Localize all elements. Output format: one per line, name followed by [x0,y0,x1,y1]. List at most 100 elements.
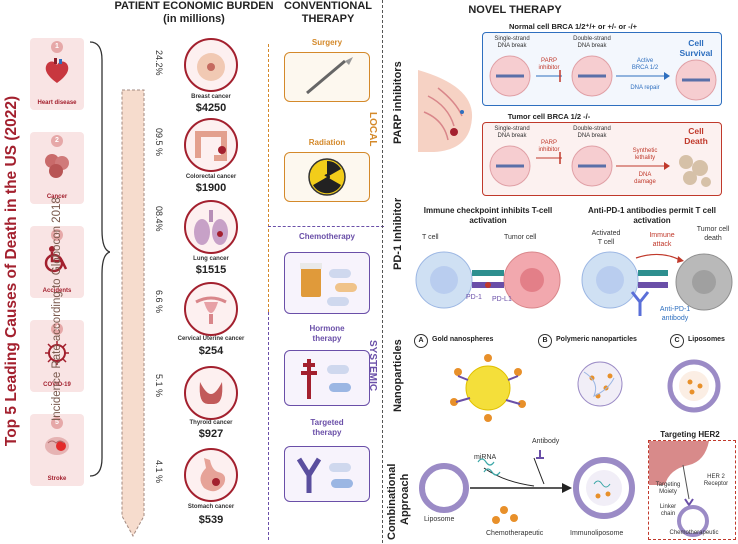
anti-pd1-2: antibody [661,315,689,322]
cost-cervical: $254 [198,345,224,357]
surgery-box [284,52,370,102]
name-breast: Breast cancer [191,94,231,100]
nano-label-a: Gold nanospheres [432,336,494,343]
normal-active-2: BRCA 1/2 [631,65,659,71]
burden-subtitle: (in millions) [163,13,225,25]
linker-chain-2: chain [660,511,676,517]
brace [89,41,110,477]
cost-lung: $1515 [195,264,227,276]
radiation-box [284,152,370,202]
cause-label: COVID-19 [43,382,71,388]
damage-1: DNA [638,172,652,178]
chemotherapy-label: Chemotherapy [298,232,355,241]
pd1-right-title-1: Anti-PD-1 antibodies permit T cell [587,206,716,215]
name-cervical: Cervical Uterine cancer [177,336,245,342]
pd1-left-title-2: activation [469,216,507,225]
pct-stomach: 4.1 % [154,460,164,484]
chemotherapy-box [284,252,370,314]
pd1-left-title-1: Immune checkpoint inhibits T-cell [423,206,553,215]
local-systemic-separator [268,226,384,227]
nano-letter-a: A [414,334,428,348]
breast-anatomy-illustration [418,70,473,152]
normal-cell-title: Normal cell BRCA 1/2⁺/+ or +/- or -/+ [508,22,638,31]
heart-icon [45,58,69,83]
cost-thyroid: $927 [198,428,224,440]
breast-cancer-circle [184,38,238,92]
name-colorectal: Colorectal cancer [185,174,237,180]
her2-title: Targeting HER2 [660,430,720,439]
nanoparticle-illustrations [450,354,721,422]
hormone-label-1: Hormone [309,324,345,333]
targeted-label-1: Targeted [310,418,344,427]
colorectal-cancer-circle [184,118,238,172]
hormone-label-2: therapy [312,334,342,343]
cause-number: 5 [51,417,63,429]
systemic-divider [268,312,269,540]
pdl1-label: PD-L1 [492,296,512,303]
thyroid-cancer-circle [184,366,238,420]
surgery-label: Surgery [311,38,343,47]
anti-pd1-illustration [581,251,733,316]
section-divider [382,0,383,543]
radiation-icon [308,158,346,196]
conventional-subtitle: THERAPY [301,13,355,25]
chemotherapeutic-label: Chemotherapeutic [486,530,544,537]
t-cell-label: T cell [422,234,439,241]
cause-label: Heart disease [37,100,77,106]
scalpel-icon [306,57,353,95]
nano-letter-b: B [538,334,552,348]
cancer-cells-icon [45,154,69,178]
immune-attack-1: Immune [649,232,675,239]
normal-cell-pathway [489,55,717,101]
cause-label: Stroke [47,476,67,482]
damage-2: damage [634,179,656,185]
vertical-title: Top 5 Leading Causes of Death in the US … [3,95,20,447]
incidence-arrow [121,89,145,538]
targeted-label-2: therapy [312,428,342,437]
normal-ssb-2: DNA break [497,43,527,49]
pct-colorectal: 09.5 % [154,128,164,157]
wheelchair-icon [44,246,68,273]
targeting-moiety-2: Moiety [659,489,677,495]
stomach-cancer-circle [184,448,238,502]
cost-stomach: $539 [198,514,224,526]
cause-label: Accidents [42,288,72,294]
antibody-icon [296,457,353,493]
tumor-death-2: death [704,235,722,242]
normal-active-1: Active [636,58,654,64]
cause-card-heart-disease: 1 Heart disease [30,38,84,110]
brain-icon [45,437,69,455]
name-stomach: Stomach cancer [187,504,235,510]
combination-illustration [419,450,635,524]
mirna-label: miRNA [474,454,497,461]
tumor-parp-2: inhibitor [538,147,560,153]
hormone-box [284,350,370,406]
activated-2: T cell [597,239,615,246]
normal-ssb-1: Single-strand [494,36,530,42]
normal-dsb-1: Double-strand [573,36,611,42]
cervical-cancer-circle [184,282,238,336]
pct-thyroid: 5.1 % [154,374,164,398]
cause-number: 4 [51,323,63,335]
pd1-label: PD-1 [466,294,482,301]
nano-section-label: Nanoparticles [392,339,404,412]
nano-label-b: Polymeric nanoparticles [556,336,637,343]
tumor-parp-1: PARP [541,140,557,146]
nano-letter-c: C [670,334,684,348]
cause-card-covid: 4 COVID-19 [30,320,84,392]
burden-title: PATIENT ECONOMIC BURDEN [114,0,274,12]
lung-cancer-circle [184,200,238,254]
incidence-label: Incidence Rate according to Globocon 201… [51,197,63,421]
tumor-dsb-1: Double-strand [573,126,611,132]
parp-section-label: PARP inhibitors [392,61,404,144]
cell-survival-2: Survival [679,48,713,58]
synthetic-1: Synthetic [632,148,658,154]
pct-lung: 08.4% [154,206,164,232]
normal-dna-repair: DNA repair [630,85,660,91]
conventional-title: CONVENTIONAL [284,0,372,12]
cause-number: 2 [51,135,63,147]
cost-breast: $4250 [195,102,227,114]
local-divider [268,44,269,312]
cost-colorectal: $1900 [195,182,227,194]
tumor-cell-pathway [489,145,711,187]
